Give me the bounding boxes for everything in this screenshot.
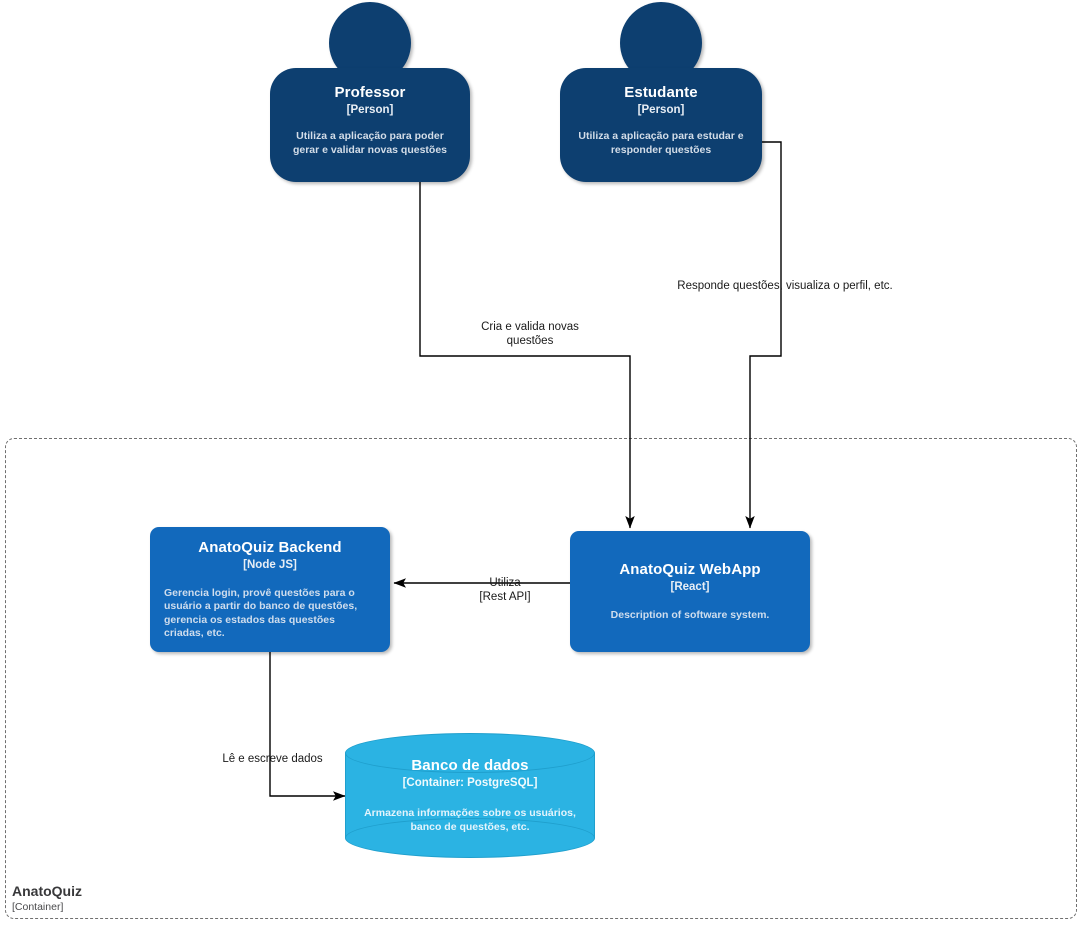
- boundary-label: AnatoQuiz [Container]: [12, 882, 272, 914]
- database-type: [Container: PostgreSQL]: [402, 777, 538, 789]
- estudante-type: [Person]: [637, 104, 685, 116]
- node-anatoquiz-backend[interactable]: AnatoQuiz Backend [Node JS] Gerencia log…: [150, 527, 390, 652]
- node-estudante[interactable]: Estudante [Person] Utiliza a aplicação p…: [560, 2, 762, 182]
- edge-estudante-to-webapp: [745, 141, 782, 529]
- edge-label-backend-to-database: Lê e escreve dados: [222, 753, 323, 765]
- boundary-type: [Container]: [12, 901, 64, 913]
- estudante-body: Estudante [Person] Utiliza a aplicação p…: [560, 68, 762, 182]
- database-title: Banco de dados: [411, 757, 529, 774]
- professor-body: Professor [Person] Utiliza a aplicação p…: [270, 68, 470, 182]
- professor-description: Utiliza a aplicação para poder gerar e v…: [292, 130, 448, 156]
- professor-title: Professor: [334, 84, 406, 101]
- webapp-description: Description of software system.: [610, 608, 770, 621]
- node-anatoquiz-webapp[interactable]: AnatoQuiz WebApp [React] Description of …: [570, 531, 810, 652]
- boundary-name: AnatoQuiz: [12, 883, 82, 899]
- estudante-description: Utiliza a aplicação para estudar e respo…: [578, 130, 744, 156]
- database-text: Banco de dados [Container: PostgreSQL] A…: [345, 733, 595, 858]
- edge-label-estudante-to-webapp: Responde questões, visualiza o perfil, e…: [677, 280, 893, 292]
- database-cylinder-top: [345, 733, 595, 773]
- edge-label-webapp-to-backend: Utiliza [Rest API]: [479, 577, 531, 603]
- edge-label-professor-to-webapp: Cria e valida novas questões: [481, 321, 579, 347]
- webapp-type: [React]: [670, 580, 710, 593]
- estudante-title: Estudante: [624, 84, 698, 101]
- edge-backend-to-database: [269, 652, 346, 801]
- database-cylinder-bottom: [345, 818, 595, 858]
- webapp-title: AnatoQuiz WebApp: [619, 560, 761, 578]
- professor-type: [Person]: [346, 104, 394, 116]
- backend-title: AnatoQuiz Backend: [198, 538, 342, 556]
- database-description: Armazena informações sobre os usuários, …: [364, 807, 576, 833]
- backend-description: Gerencia login, provê questões para o us…: [164, 586, 358, 640]
- backend-type: [Node JS]: [243, 558, 297, 571]
- edge-professor-to-webapp: [419, 180, 635, 529]
- node-professor[interactable]: Professor [Person] Utiliza a aplicação p…: [270, 2, 470, 182]
- node-database[interactable]: Banco de dados [Container: PostgreSQL] A…: [345, 733, 595, 858]
